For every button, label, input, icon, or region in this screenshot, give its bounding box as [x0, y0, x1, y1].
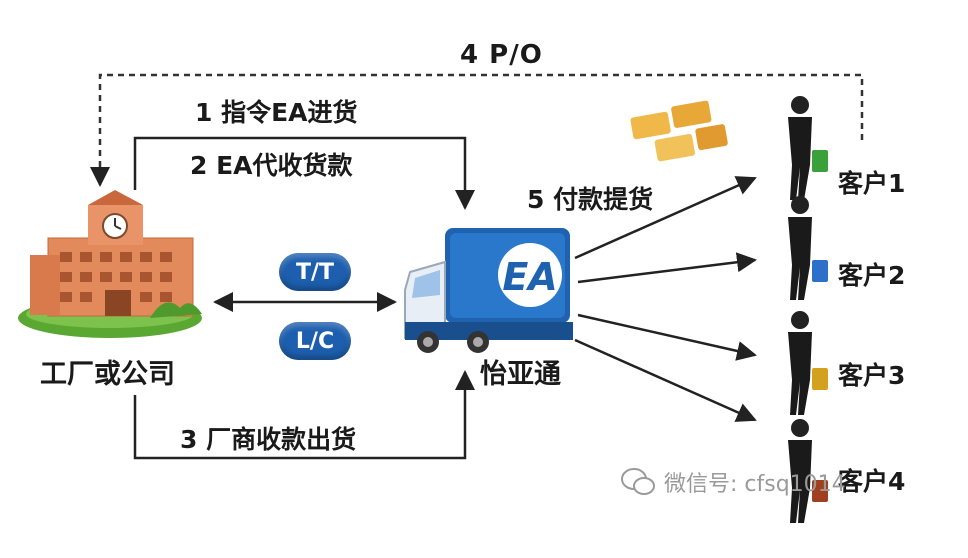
factory-label: 工厂或公司: [40, 359, 175, 390]
arrow-to-customer-4: [574, 338, 757, 422]
step3-label: 3 厂商收款出货: [180, 425, 357, 454]
ship-arrow: [133, 370, 475, 460]
arrow-to-customer-2: [577, 252, 757, 284]
watermark-text: 微信号: cfsq1014: [664, 472, 846, 497]
ea-label: 怡亚通: [480, 359, 561, 390]
po-label: 4 P/O: [460, 40, 543, 70]
customer-3-label: 客户3: [838, 361, 906, 390]
svg-text:EA: EA: [502, 255, 557, 299]
customer-4-figure-icon: [788, 419, 828, 523]
instruct-arrow: [133, 136, 475, 210]
tt-badge: T/T: [279, 253, 351, 291]
arrow-to-customer-1: [574, 176, 757, 260]
watermark: 微信号: cfsq1014: [620, 466, 846, 498]
wechat-icon: [621, 468, 655, 495]
step2-label: 2 EA代收货款: [190, 151, 353, 180]
factory-icon: [18, 190, 202, 338]
customer-3-figure-icon: [788, 311, 828, 415]
customer-2-label: 客户2: [838, 261, 906, 290]
customer-4-label: 客户4: [838, 467, 906, 496]
arrow-to-customer-3: [577, 313, 757, 361]
po-dashed-arrow: [90, 73, 864, 187]
step1-label: 1 指令EA进货: [195, 98, 358, 127]
step5-label: 5 付款提货: [527, 185, 654, 214]
lc-badge: L/C: [279, 322, 351, 360]
customer-1-figure-icon: [788, 96, 828, 200]
truck-icon: EA: [404, 228, 573, 353]
customer-2-figure-icon: [788, 196, 828, 300]
goods-icon: [630, 100, 728, 162]
customer-1-label: 客户1: [838, 169, 906, 198]
